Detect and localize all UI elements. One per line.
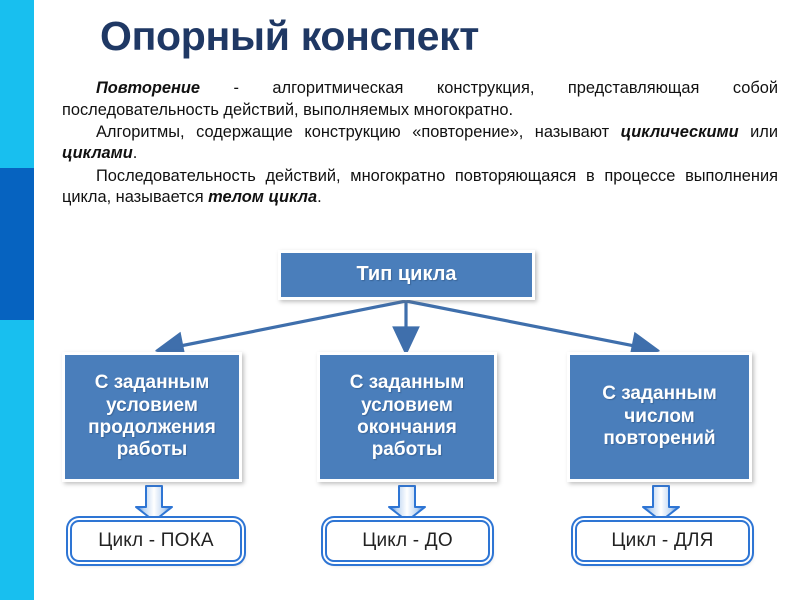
connector-root-to-middle-left: [160, 299, 407, 350]
block-arrow-right: [642, 485, 680, 522]
diagram-leaf-cycle-dlya[interactable]: Цикл - ДЛЯ: [575, 520, 750, 562]
paragraph-3-part-2: .: [317, 188, 322, 207]
sidebar-band-dark-blue: [0, 168, 34, 320]
diagram-node-condition-end[interactable]: С заданным условием окончания работы: [317, 352, 497, 482]
body-text-block: Повторение - алгоритмическая конструкция…: [62, 78, 778, 209]
paragraph-3-part-1: Последовательность действий, многократно…: [62, 166, 778, 207]
term-povtorenie: Повторение: [96, 79, 201, 97]
sidebar-band-cyan-bottom: [0, 320, 34, 600]
term-ciklicheskimi: циклическими: [620, 122, 739, 141]
connector-root-to-middle-right: [405, 299, 655, 350]
paragraph-2-part-2: или: [738, 122, 778, 141]
diagram-leaf-cycle-do[interactable]: Цикл - ДО: [325, 520, 490, 562]
left-accent-sidebar: [0, 0, 34, 600]
paragraph-loop-body: Последовательность действий, многократно…: [62, 166, 778, 209]
paragraph-cyclic: Алгоритмы, содержащие конструкцию «повто…: [62, 122, 778, 165]
paragraph-definition: Повторение - алгоритмическая конструкция…: [62, 78, 778, 121]
paragraph-2-part-1: Алгоритмы, содержащие конструкцию «повто…: [96, 122, 621, 141]
block-arrow-center: [388, 485, 426, 522]
diagram-node-fixed-count[interactable]: С заданным числом повторений: [567, 352, 752, 482]
term-ciklami: циклами: [62, 144, 133, 163]
diagram-node-root[interactable]: Тип цикла: [278, 250, 535, 300]
page-title: Опорный конспект: [100, 13, 480, 59]
block-arrow-left: [135, 485, 173, 522]
paragraph-2-part-3: .: [132, 144, 138, 163]
diagram-leaf-cycle-poka[interactable]: Цикл - ПОКА: [70, 520, 242, 562]
paragraph-1-rest: - алгоритмическая конструкция, представл…: [62, 79, 778, 119]
diagram-node-condition-continue[interactable]: С заданным условием продолжения работы: [62, 352, 242, 482]
term-telom-cikla: телом цикла: [208, 188, 318, 207]
sidebar-band-cyan-top: [0, 0, 34, 168]
